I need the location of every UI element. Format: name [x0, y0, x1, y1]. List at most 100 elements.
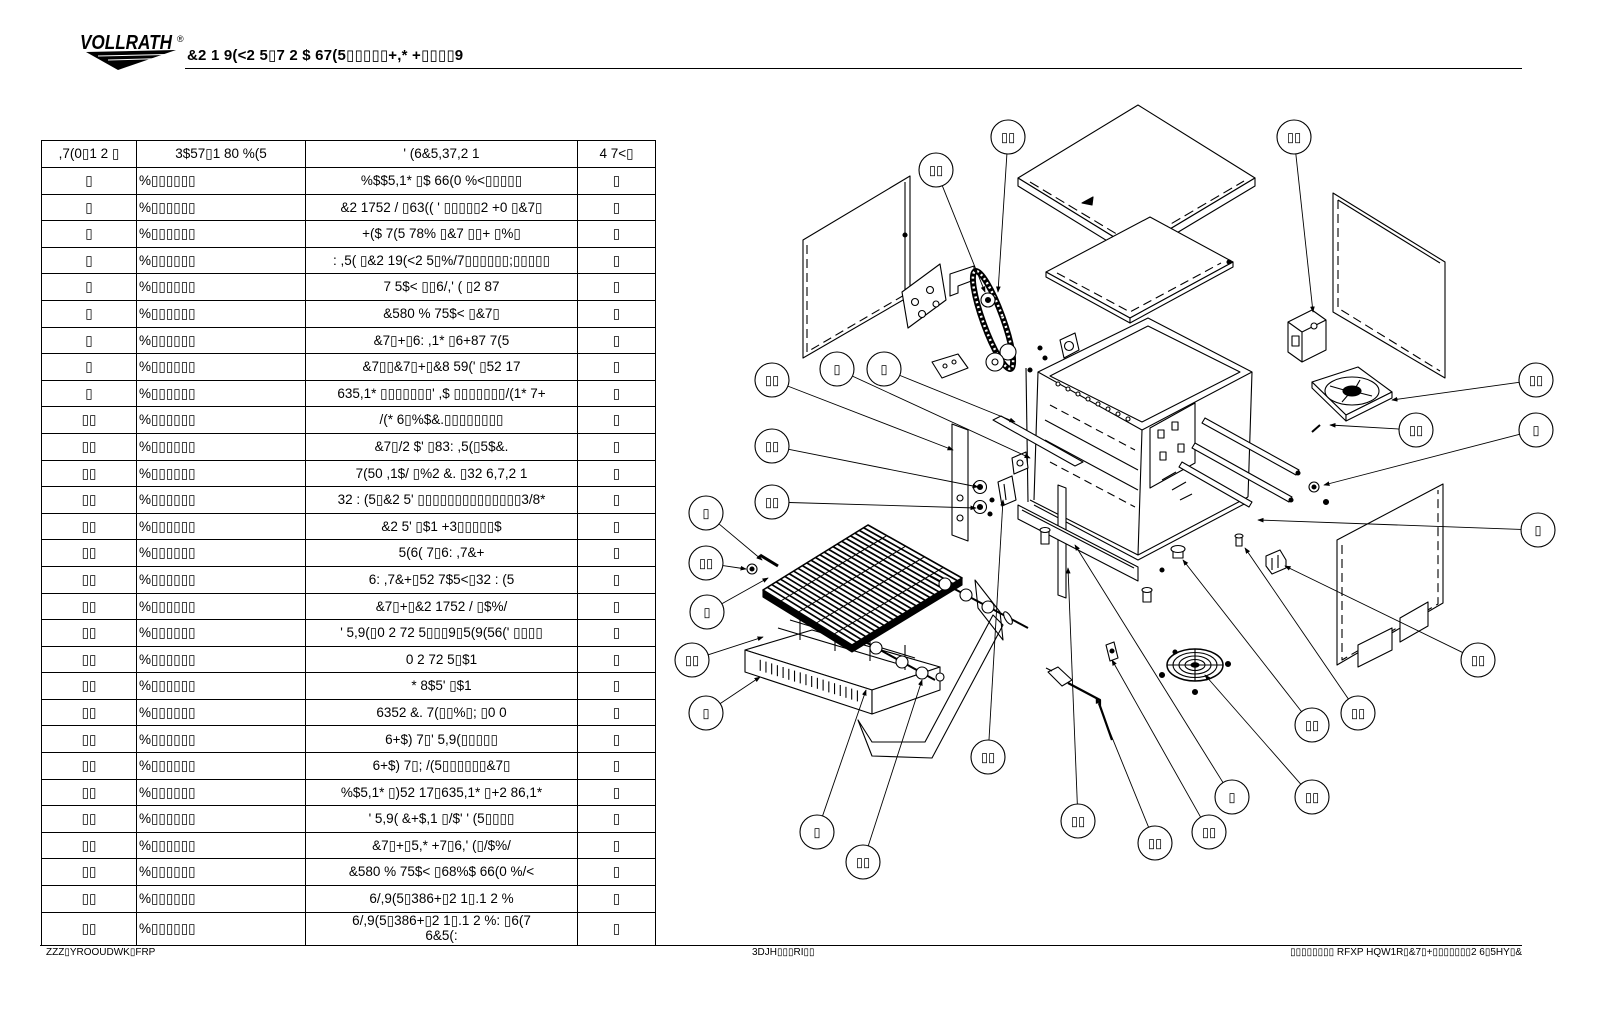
part-number-cell: %▯▯▯▯▯▯: [136, 246, 306, 275]
item-number-cell: ▯▯: [41, 645, 137, 674]
part-number-cell: %▯▯▯▯▯▯: [136, 167, 306, 195]
qty-cell: ▯: [577, 619, 656, 647]
mesh-rod: [850, 535, 945, 590]
mesh-link: [833, 566, 944, 635]
callout: ▯▯: [1460, 642, 1496, 678]
item-number-header: ,7(0▯1 2 ▯: [41, 140, 137, 168]
item-number-cell: ▯▯: [41, 858, 137, 887]
mesh-rod: [810, 559, 903, 616]
footer-divider: [40, 945, 1522, 946]
callout: ▯▯: [1518, 362, 1554, 398]
item-number-cell: ▯: [41, 193, 137, 222]
leader-line: [788, 502, 977, 511]
qty-header: 4 7<▯: [577, 140, 656, 168]
qty-cell: ▯: [577, 193, 656, 222]
qty-cell: ▯: [577, 299, 656, 328]
mesh-rod: [771, 583, 862, 641]
description-cell: +($ 7(5 78% ▯&7 ▯▯+ ▯%▯: [305, 220, 578, 248]
part-number-cell: %▯▯▯▯▯▯: [136, 406, 306, 434]
qty-cell: ▯: [577, 592, 656, 621]
callout-circle: [1137, 825, 1173, 861]
callout: ▯▯: [1340, 695, 1376, 731]
item-number-cell: ▯▯: [41, 512, 137, 541]
callout-number: ▯▯: [1071, 814, 1085, 829]
right-side-panel: [1332, 192, 1446, 379]
qty-cell: ▯: [577, 273, 656, 301]
small-hardware-right: [1234, 481, 1330, 575]
description-cell: 6+$) 7▯; /(5▯▯▯▯▯▯&7▯: [305, 752, 578, 780]
part-number-cell: %▯▯▯▯▯▯: [136, 619, 306, 647]
qty-cell: ▯: [577, 805, 656, 833]
leader-line: [719, 676, 761, 704]
left-side-panel: [802, 175, 911, 359]
mesh-rod: [845, 537, 940, 593]
leader-line: [1074, 544, 1224, 783]
leader-line: [708, 636, 764, 656]
table-row: ▯%▯▯▯▯▯▯+($ 7(5 78% ▯&7 ▯▯+ ▯%▯▯: [41, 220, 656, 248]
table-row: ▯▯%▯▯▯▯▯▯32 : (5▯&2 5' ▯▯▯▯▯▯▯▯▯▯▯▯▯▯3/8…: [41, 486, 656, 514]
item-number-cell: ▯▯: [41, 672, 137, 700]
leader-line: [822, 689, 867, 817]
callout-number: ▯▯: [765, 495, 779, 510]
callout-number: ▯: [702, 706, 709, 721]
callout: ▯▯: [1191, 814, 1227, 850]
part-number-cell: %▯▯▯▯▯▯: [136, 725, 306, 754]
callout-circle: [866, 351, 902, 387]
table-row: ▯%▯▯▯▯▯▯&7▯▯&7▯+▯&8 59(' ▯52 17▯: [41, 353, 656, 381]
qty-cell: ▯: [577, 167, 656, 195]
table-row: ▯▯%▯▯▯▯▯▯' 5,9(▯0 2 72 5▯▯▯9▯5(9(56(' ▯▯…: [41, 619, 656, 647]
mesh-rod: [841, 540, 935, 596]
item-number-cell: ▯▯: [41, 619, 137, 647]
callout-circle: [1398, 412, 1434, 448]
item-number-cell: ▯▯: [41, 592, 137, 621]
item-number-cell: ▯▯: [41, 752, 137, 780]
callout: ▯▯: [754, 484, 790, 520]
part-number-cell: %▯▯▯▯▯▯: [136, 539, 306, 567]
qty-cell: ▯: [577, 406, 656, 434]
callout-number: ▯▯: [1001, 130, 1015, 145]
callout-circle: [1294, 707, 1330, 743]
qty-cell: ▯: [577, 512, 656, 541]
callout: ▯: [688, 495, 724, 531]
callout-number: ▯▯: [1305, 718, 1319, 733]
qty-cell: ▯: [577, 379, 656, 408]
parts-table-body: ▯%▯▯▯▯▯▯%$$5,1* ▯$ 66(0 %<▯▯▯▯▯▯▯%▯▯▯▯▯▯…: [41, 167, 656, 946]
callout-number: ▯▯: [765, 439, 779, 454]
callout-circle: [754, 484, 790, 520]
part-number-cell: %▯▯▯▯▯▯: [136, 752, 306, 780]
qty-cell: ▯: [577, 246, 656, 275]
mesh-rod: [797, 567, 890, 624]
qty-cell: ▯: [577, 752, 656, 780]
description-cell: 6/,9(5▯386+▯2 1▯.1 2 %: ▯6(7 6&5(:: [305, 911, 578, 946]
callout-number: ▯▯: [856, 855, 870, 870]
table-row: ▯%▯▯▯▯▯▯7 5$< ▯▯6/,' ( ▯2 87▯: [41, 273, 656, 301]
cooling-fan: [1311, 366, 1393, 433]
part-number-cell: %▯▯▯▯▯▯: [136, 911, 306, 946]
leader-line: [867, 679, 923, 846]
callout-circle: [754, 428, 790, 464]
description-cell: : ,5( ▯&2 19(<2 5▯%/7▯▯▯▯▯▯;▯▯▯▯▯: [305, 246, 578, 275]
item-number-cell: ▯: [41, 299, 137, 328]
part-number-cell: %▯▯▯▯▯▯: [136, 565, 306, 594]
mesh-link: [816, 556, 925, 624]
callout-number: ▯: [703, 605, 710, 620]
mesh-rod: [828, 548, 922, 604]
callout-circle: [1518, 362, 1554, 398]
part-number-header: 3$57▯1 80 %(5: [136, 140, 306, 168]
part-number-cell: %▯▯▯▯▯▯: [136, 273, 306, 301]
left-screws: [746, 553, 779, 575]
description-cell: %$5,1* ▯)52 17▯635,1* ▯+2 86,1*: [305, 778, 578, 807]
table-row: ▯▯%▯▯▯▯▯▯6: ,7&+▯52 7$5<▯32 : (5▯: [41, 565, 656, 594]
mesh-rod: [823, 551, 917, 607]
callout-number: ▯▯: [1409, 423, 1423, 438]
callout-number: ▯▯: [1148, 836, 1162, 851]
callout: ▯: [799, 814, 835, 850]
leader-line: [1295, 153, 1315, 313]
callout-number: ▯▯: [981, 750, 995, 765]
part-number-cell: %▯▯▯▯▯▯: [136, 512, 306, 541]
callout-number: ▯▯: [1529, 373, 1543, 388]
callout: ▯: [1520, 512, 1556, 548]
qty-cell: ▯: [577, 672, 656, 700]
item-number-cell: ▯: [41, 246, 137, 275]
mesh-rod: [775, 581, 867, 638]
